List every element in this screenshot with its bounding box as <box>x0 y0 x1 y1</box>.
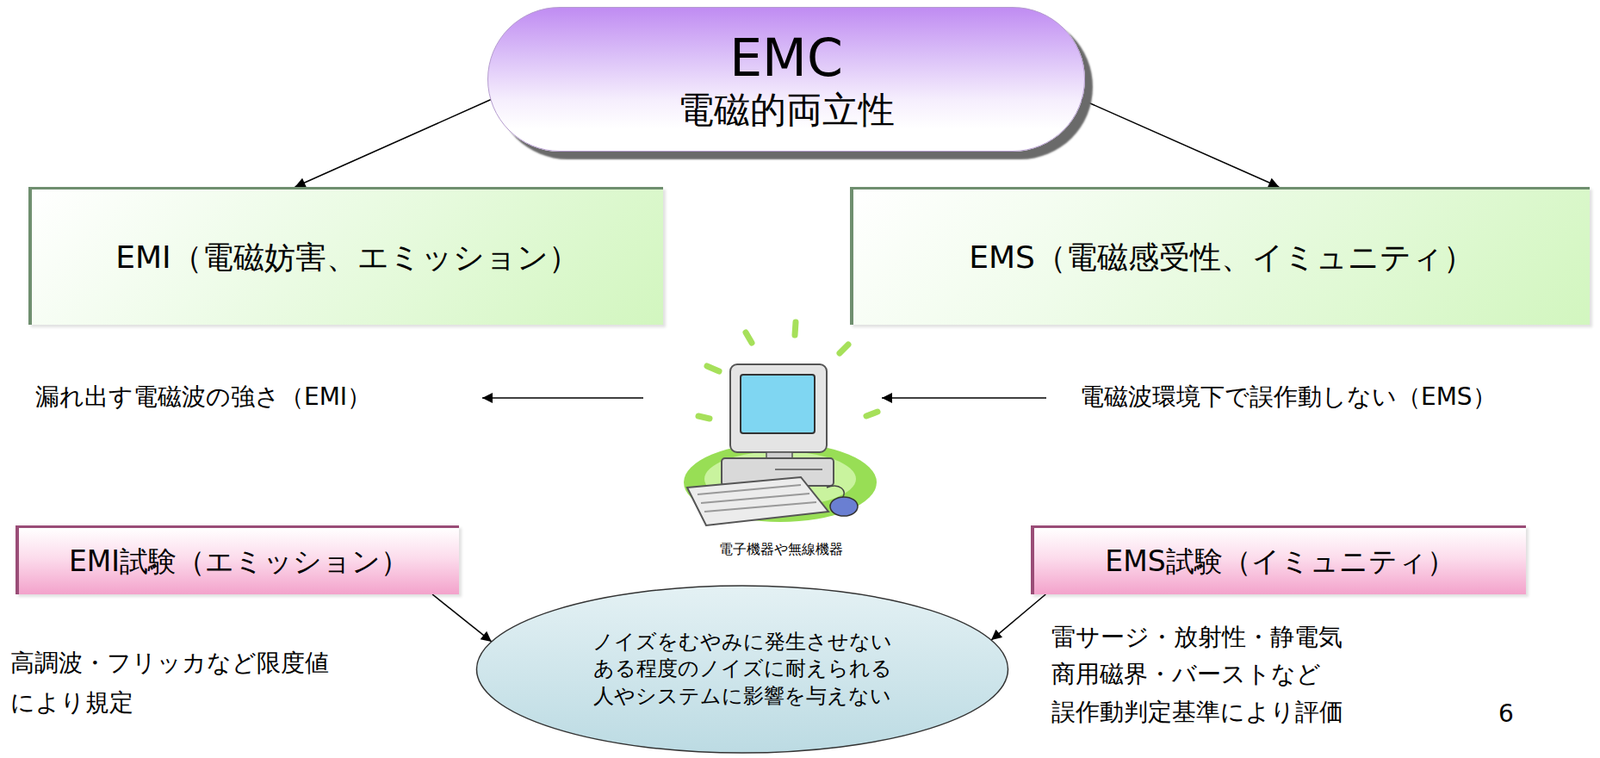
emission-test-note: 高調波・フリッカなど限度値 により規定 <box>10 643 381 723</box>
title-pill: EMC電磁的両立性 <box>487 6 1086 152</box>
connector-arrow <box>432 594 492 642</box>
immunity-note: 電磁波環境下で誤作動しない（EMS） <box>1079 382 1497 412</box>
device-caption: 電子機器や無線機器 <box>719 540 844 558</box>
node-title: EMI（電磁妨害、エミッション） <box>115 238 579 276</box>
drive-slot <box>775 468 823 471</box>
keyboard-keys <box>697 484 817 512</box>
node-title: EMC <box>729 26 844 89</box>
monitor-screen <box>740 374 815 434</box>
mouse <box>830 496 858 516</box>
node-title: EMI試験（エミッション） <box>68 544 410 579</box>
goal-ellipse: ノイズをむやみに発生させないある程度のノイズに耐えられる人やシステムに影響を与え… <box>474 583 1011 755</box>
emission-arrow <box>482 396 644 399</box>
node-title: ノイズをむやみに発生させない <box>592 628 893 656</box>
test-box: EMS試験（イミュニティ） <box>1030 525 1526 595</box>
test-box: EMI試験（エミッション） <box>15 525 459 595</box>
category-box: EMI（電磁妨害、エミッション） <box>28 186 664 325</box>
emission-note: 漏れ出す電磁波の強さ（EMI） <box>35 382 372 412</box>
immunity-arrow <box>881 396 1047 399</box>
category-box: EMS（電磁感受性、イミュニティ） <box>849 186 1590 325</box>
node-title: EMS試験（イミュニティ） <box>1104 544 1455 579</box>
connector-arrow <box>295 99 492 187</box>
mouse-cable <box>826 485 844 498</box>
immunity-test-note: 雷サージ・放射性・静電気 商用磁界・バーストなど 誤作動判定基準により評価 <box>1051 618 1414 731</box>
page-number: 6 <box>1498 699 1514 729</box>
node-text: 人やシステムに影響を与えない <box>593 682 892 710</box>
ellipse-shape <box>476 585 1008 753</box>
monitor-case <box>730 364 827 453</box>
node-text: 電磁的両立性 <box>677 88 895 132</box>
keyboard <box>687 477 829 526</box>
node-text: ある程度のノイズに耐えられる <box>593 655 893 683</box>
connector-arrow <box>1081 99 1279 187</box>
node-title: EMS（電磁感受性、イミュニティ） <box>968 238 1475 276</box>
connector-arrow <box>991 594 1046 640</box>
